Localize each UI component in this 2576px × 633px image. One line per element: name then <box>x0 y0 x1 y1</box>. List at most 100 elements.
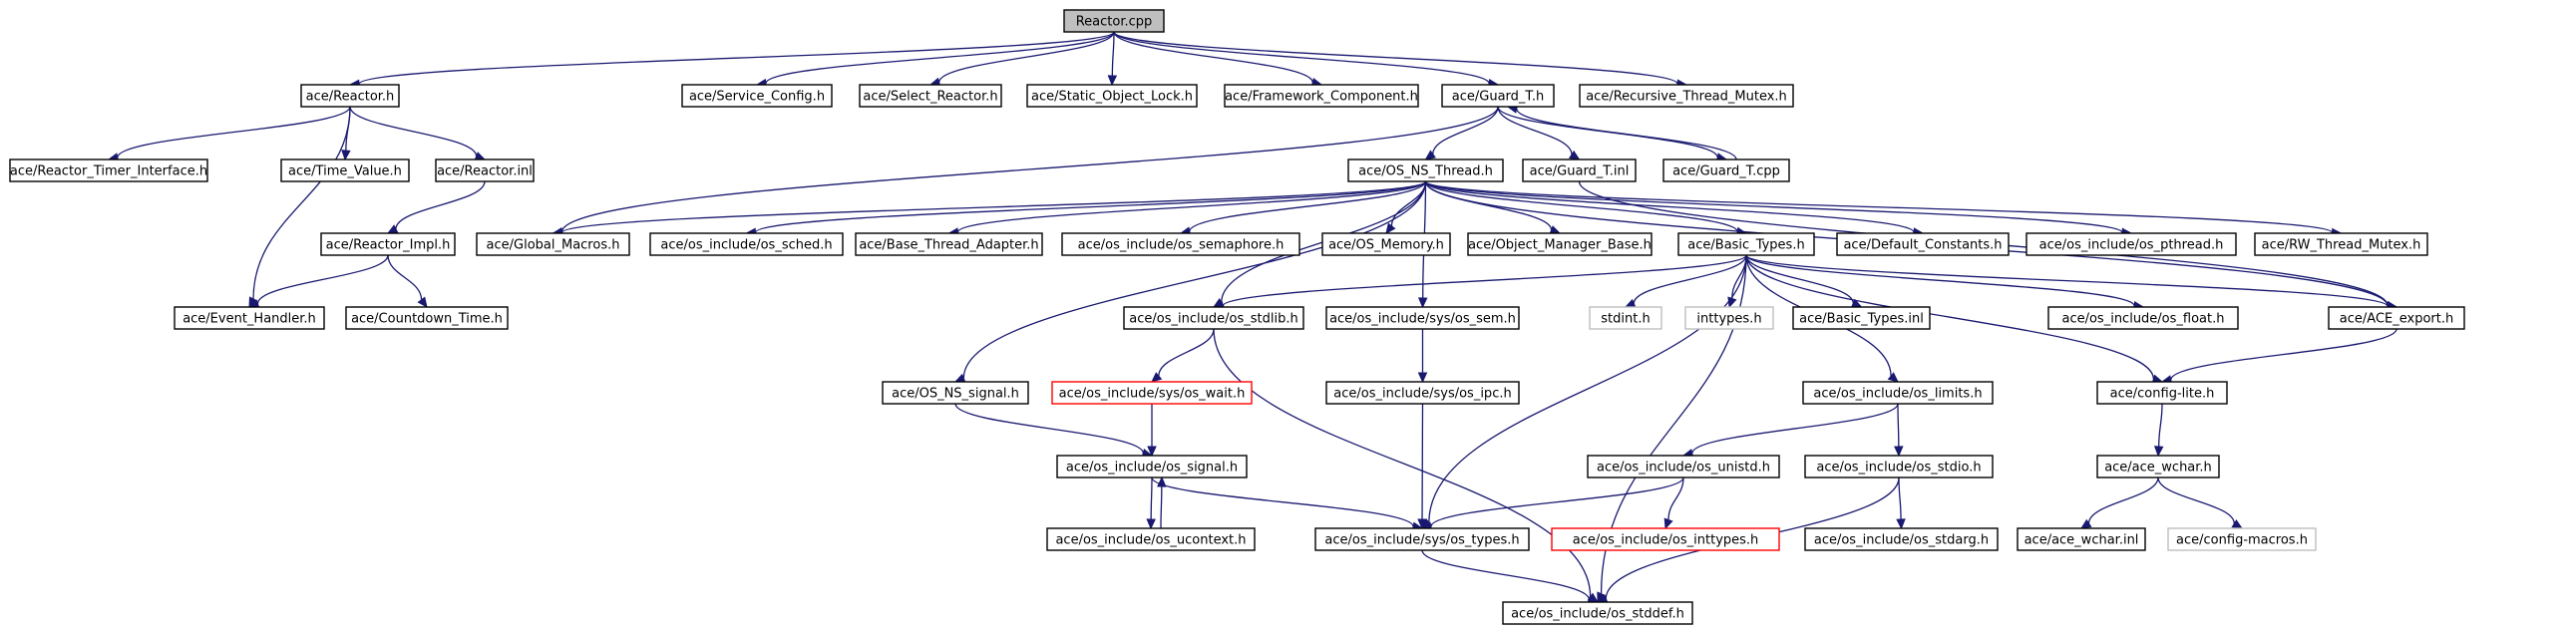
edge-os-stdlib-to-os-stddef <box>1213 328 1600 603</box>
node-global-macros[interactable]: ace/Global_Macros.h <box>476 232 630 256</box>
edge-reactor-cpp-to-service-config <box>755 31 1115 89</box>
edge-line <box>358 31 1115 85</box>
node-reactor-impl[interactable]: ace/Reactor_Impl.h <box>320 232 456 256</box>
node-box <box>1314 527 1530 551</box>
node-select-reactor[interactable]: ace/Select_Reactor.h <box>859 84 1002 108</box>
node-os-signal[interactable]: ace/os_include/os_signal.h <box>1056 455 1248 478</box>
edge-sys-os-ipc-to-sys-os-types <box>1417 403 1427 530</box>
node-label: ace/Countdown_Time.h <box>351 312 503 327</box>
node-box <box>280 158 410 182</box>
node-box <box>1441 84 1555 108</box>
node-reactor-inl[interactable]: ace/Reactor.inl <box>435 158 535 182</box>
node-basic-types-inl[interactable]: ace/Basic_Types.inl <box>1792 306 1931 330</box>
arrowhead <box>2079 518 2092 529</box>
node-guard-t-cpp[interactable]: ace/Guard_T.cpp <box>1662 158 1790 182</box>
edge-line <box>1150 476 1153 520</box>
node-label: ace/Guard_T.inl <box>1530 164 1630 179</box>
edge-line <box>962 180 1427 379</box>
node-label: ace/config-lite.h <box>2110 387 2215 402</box>
edge-line <box>117 106 351 158</box>
arrowhead <box>1417 518 1427 530</box>
node-box <box>2254 232 2428 256</box>
arrowhead <box>1887 372 1899 383</box>
edge-basic-types-h-to-os-stdlib <box>1212 254 1747 311</box>
node-label: ace/Reactor.inl <box>437 164 533 179</box>
node-os-memory[interactable]: ace/OS_Memory.h <box>1321 232 1451 256</box>
arrowhead <box>417 296 428 308</box>
node-os-sched[interactable]: ace/os_include/os_sched.h <box>649 232 844 256</box>
node-label: ace/Recursive_Thread_Mutex.h <box>1586 90 1787 105</box>
node-inttypes-h[interactable]: inttypes.h <box>1684 306 1774 330</box>
node-rw-thread-mutex[interactable]: ace/RW_Thread_Mutex.h <box>2254 232 2428 256</box>
node-label: ace/os_include/os_pthread.h <box>2039 238 2224 253</box>
node-sys-os-sem[interactable]: ace/os_include/sys/os_sem.h <box>1325 306 1520 330</box>
node-box <box>435 158 535 182</box>
node-os-ucontext[interactable]: ace/os_include/os_ucontext.h <box>1046 527 1256 551</box>
node-label: ace/Reactor_Impl.h <box>326 238 451 253</box>
node-reactor-timer-interface[interactable]: ace/Reactor_Timer_Interface.h <box>9 158 208 182</box>
node-label: ace/OS_Memory.h <box>1328 238 1444 253</box>
node-basic-types-h[interactable]: ace/Basic_Types.h <box>1677 232 1815 256</box>
node-os-ns-signal[interactable]: ace/OS_NS_signal.h <box>882 381 1029 405</box>
node-os-stddef[interactable]: ace/os_include/os_stddef.h <box>1502 601 1693 625</box>
node-label: ace/Guard_T.cpp <box>1672 164 1780 179</box>
node-box <box>2096 455 2220 478</box>
edge-line <box>387 254 423 300</box>
node-config-macros[interactable]: ace/config-macros.h <box>2167 527 2317 551</box>
arrowhead <box>2153 446 2164 458</box>
edge-line <box>1151 476 1414 527</box>
node-sys-os-wait[interactable]: ace/os_include/sys/os_wait.h <box>1051 381 1253 405</box>
node-label: ace/Object_Manager_Base.h <box>1468 238 1652 253</box>
node-guard-t-inl[interactable]: ace/Guard_T.inl <box>1522 158 1637 182</box>
edge-config-lite-to-ace-wchar-h <box>2153 403 2164 458</box>
node-service-config[interactable]: ace/Service_Config.h <box>681 84 833 108</box>
arrowhead <box>1385 222 1396 234</box>
node-os-float[interactable]: ace/os_include/os_float.h <box>2047 306 2239 330</box>
edge-os-stdio-to-os-stdarg <box>1896 476 1906 530</box>
node-label: ace/os_include/os_ucontext.h <box>1055 533 1246 548</box>
node-config-lite[interactable]: ace/config-lite.h <box>2096 381 2228 405</box>
node-default-constants[interactable]: ace/Default_Constants.h <box>1836 232 2010 256</box>
node-os-semaphore[interactable]: ace/os_include/os_semaphore.h <box>1061 232 1300 256</box>
node-guard-t-h[interactable]: ace/Guard_T.h <box>1441 84 1555 108</box>
node-countdown-time[interactable]: ace/Countdown_Time.h <box>345 306 509 330</box>
node-os-pthread[interactable]: ace/os_include/os_pthread.h <box>2025 232 2237 256</box>
node-ace-export[interactable]: ace/ACE_export.h <box>2328 306 2465 330</box>
node-event-handler[interactable]: ace/Event_Handler.h <box>174 306 325 330</box>
node-framework-component[interactable]: ace/Framework_Component.h <box>1224 84 1419 108</box>
node-os-limits[interactable]: ace/os_include/os_limits.h <box>1802 381 1994 405</box>
node-reactor-cpp[interactable]: Reactor.cpp <box>1063 9 1165 33</box>
node-label: ace/os_include/os_inttypes.h <box>1573 533 1759 548</box>
node-time-value[interactable]: ace/Time_Value.h <box>280 158 410 182</box>
node-stdint-h[interactable]: stdint.h <box>1589 306 1662 330</box>
node-os-unistd[interactable]: ace/os_include/os_unistd.h <box>1587 455 1780 478</box>
node-os-stdio[interactable]: ace/os_include/os_stdio.h <box>1804 455 1994 478</box>
node-ace-wchar-inl[interactable]: ace/ace_wchar.inl <box>2017 527 2146 551</box>
edge-sys-os-types-to-os-stddef <box>1421 549 1600 604</box>
node-label: ace/os_include/os_sched.h <box>660 238 832 253</box>
node-os-stdlib[interactable]: ace/os_include/os_stdlib.h <box>1123 306 1304 330</box>
node-label: ace/os_include/os_stdlib.h <box>1129 312 1297 327</box>
node-os-stdarg[interactable]: ace/os_include/os_stdarg.h <box>1804 527 1999 551</box>
node-os-ns-thread[interactable]: ace/OS_NS_Thread.h <box>1347 158 1504 182</box>
arrowhead <box>1568 150 1581 160</box>
node-label: ace/ace_wchar.h <box>2104 461 2212 475</box>
node-recursive-thread-mutex[interactable]: ace/Recursive_Thread_Mutex.h <box>1579 84 1794 108</box>
node-reactor-h[interactable]: ace/Reactor.h <box>300 84 400 108</box>
node-box <box>681 84 833 108</box>
node-static-object-lock[interactable]: ace/Static_Object_Lock.h <box>1026 84 1198 108</box>
edge-line <box>754 180 1427 233</box>
edge-line <box>1424 180 2123 233</box>
edge-line <box>1113 31 1490 85</box>
node-box <box>174 306 325 330</box>
node-ace-wchar-h[interactable]: ace/ace_wchar.h <box>2096 455 2220 478</box>
node-base-thread-adapter[interactable]: ace/Base_Thread_Adapter.h <box>855 232 1043 256</box>
edge-line <box>2157 476 2235 524</box>
node-sys-os-ipc[interactable]: ace/os_include/sys/os_ipc.h <box>1325 381 1520 405</box>
node-label: ace/os_include/os_signal.h <box>1066 461 1238 475</box>
node-sys-os-types[interactable]: ace/os_include/sys/os_types.h <box>1314 527 1530 551</box>
edge-os-unistd-to-os-inttypes <box>1663 476 1684 530</box>
node-object-manager-base[interactable]: ace/Object_Manager_Base.h <box>1467 232 1653 256</box>
node-os-inttypes[interactable]: ace/os_include/os_inttypes.h <box>1551 527 1780 551</box>
edge-line <box>1111 31 1115 77</box>
